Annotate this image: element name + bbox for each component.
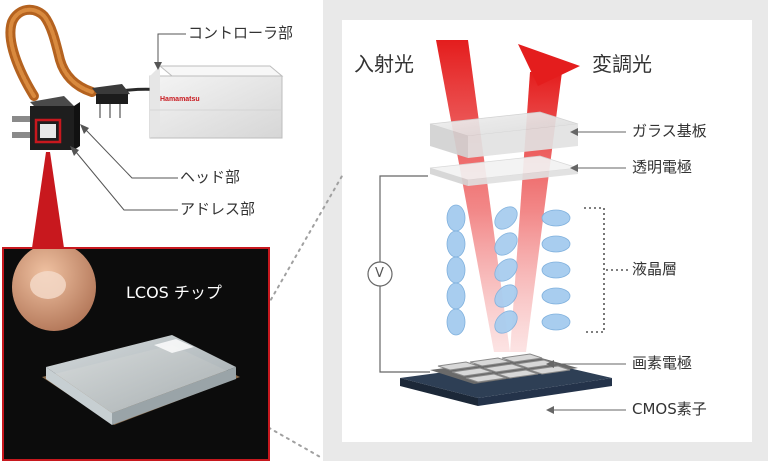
voltage-symbol: V	[375, 266, 384, 281]
head-leader	[80, 124, 178, 179]
transparent-electrode	[429, 155, 579, 186]
fingernail	[30, 271, 66, 299]
chip-photo-box: LCOS チップ	[2, 247, 270, 461]
address-leader	[70, 146, 178, 211]
lc-column-middle	[494, 206, 518, 334]
chip-highlight-square	[34, 118, 62, 144]
pixel-electrode-grid	[437, 353, 571, 383]
address-board	[92, 84, 130, 118]
lc-column-right	[541, 209, 571, 331]
head-label: ヘッド部	[180, 168, 241, 186]
cmos-leader	[546, 406, 626, 414]
modulated-beam-arrowhead	[518, 44, 580, 86]
chip-glass-top	[46, 335, 236, 413]
transparent-electrode-label: 透明電極	[632, 158, 693, 176]
controller-unit	[149, 65, 284, 139]
zoom-connector	[32, 152, 64, 248]
controller-leader	[154, 33, 186, 70]
modulated-light-label: 変調光	[592, 52, 652, 76]
liquid-crystal-label: 液晶層	[632, 260, 678, 278]
glass-substrate	[429, 111, 579, 158]
lcos-chip-label: LCOS チップ	[126, 283, 222, 302]
lc-layer-bracket	[584, 207, 605, 333]
pixel-leader	[546, 360, 626, 368]
controller-brand-text: Hamamatsu	[160, 96, 200, 103]
incident-light-label: 入射光	[354, 52, 414, 76]
chip-glass-front	[46, 367, 112, 425]
cmos-label: CMOS素子	[632, 400, 707, 418]
lc-column-left	[446, 204, 466, 336]
voltage-source-circle	[367, 261, 393, 287]
controller-label: コントローラ部	[188, 24, 294, 42]
chip-pad	[154, 339, 194, 353]
glass-leader	[570, 128, 626, 136]
zoom-dotted-line-bottom	[219, 399, 323, 459]
flex-cable	[5, 4, 97, 101]
chip-photo-illustration	[12, 249, 240, 425]
pixel-electrode-label: 画素電極	[632, 354, 693, 372]
incident-beam	[436, 40, 510, 352]
electrode-leader	[570, 164, 626, 172]
chip-glass-side	[112, 367, 236, 425]
glass-substrate-label: ガラス基板	[632, 122, 707, 140]
address-label: アドレス部	[180, 200, 256, 218]
